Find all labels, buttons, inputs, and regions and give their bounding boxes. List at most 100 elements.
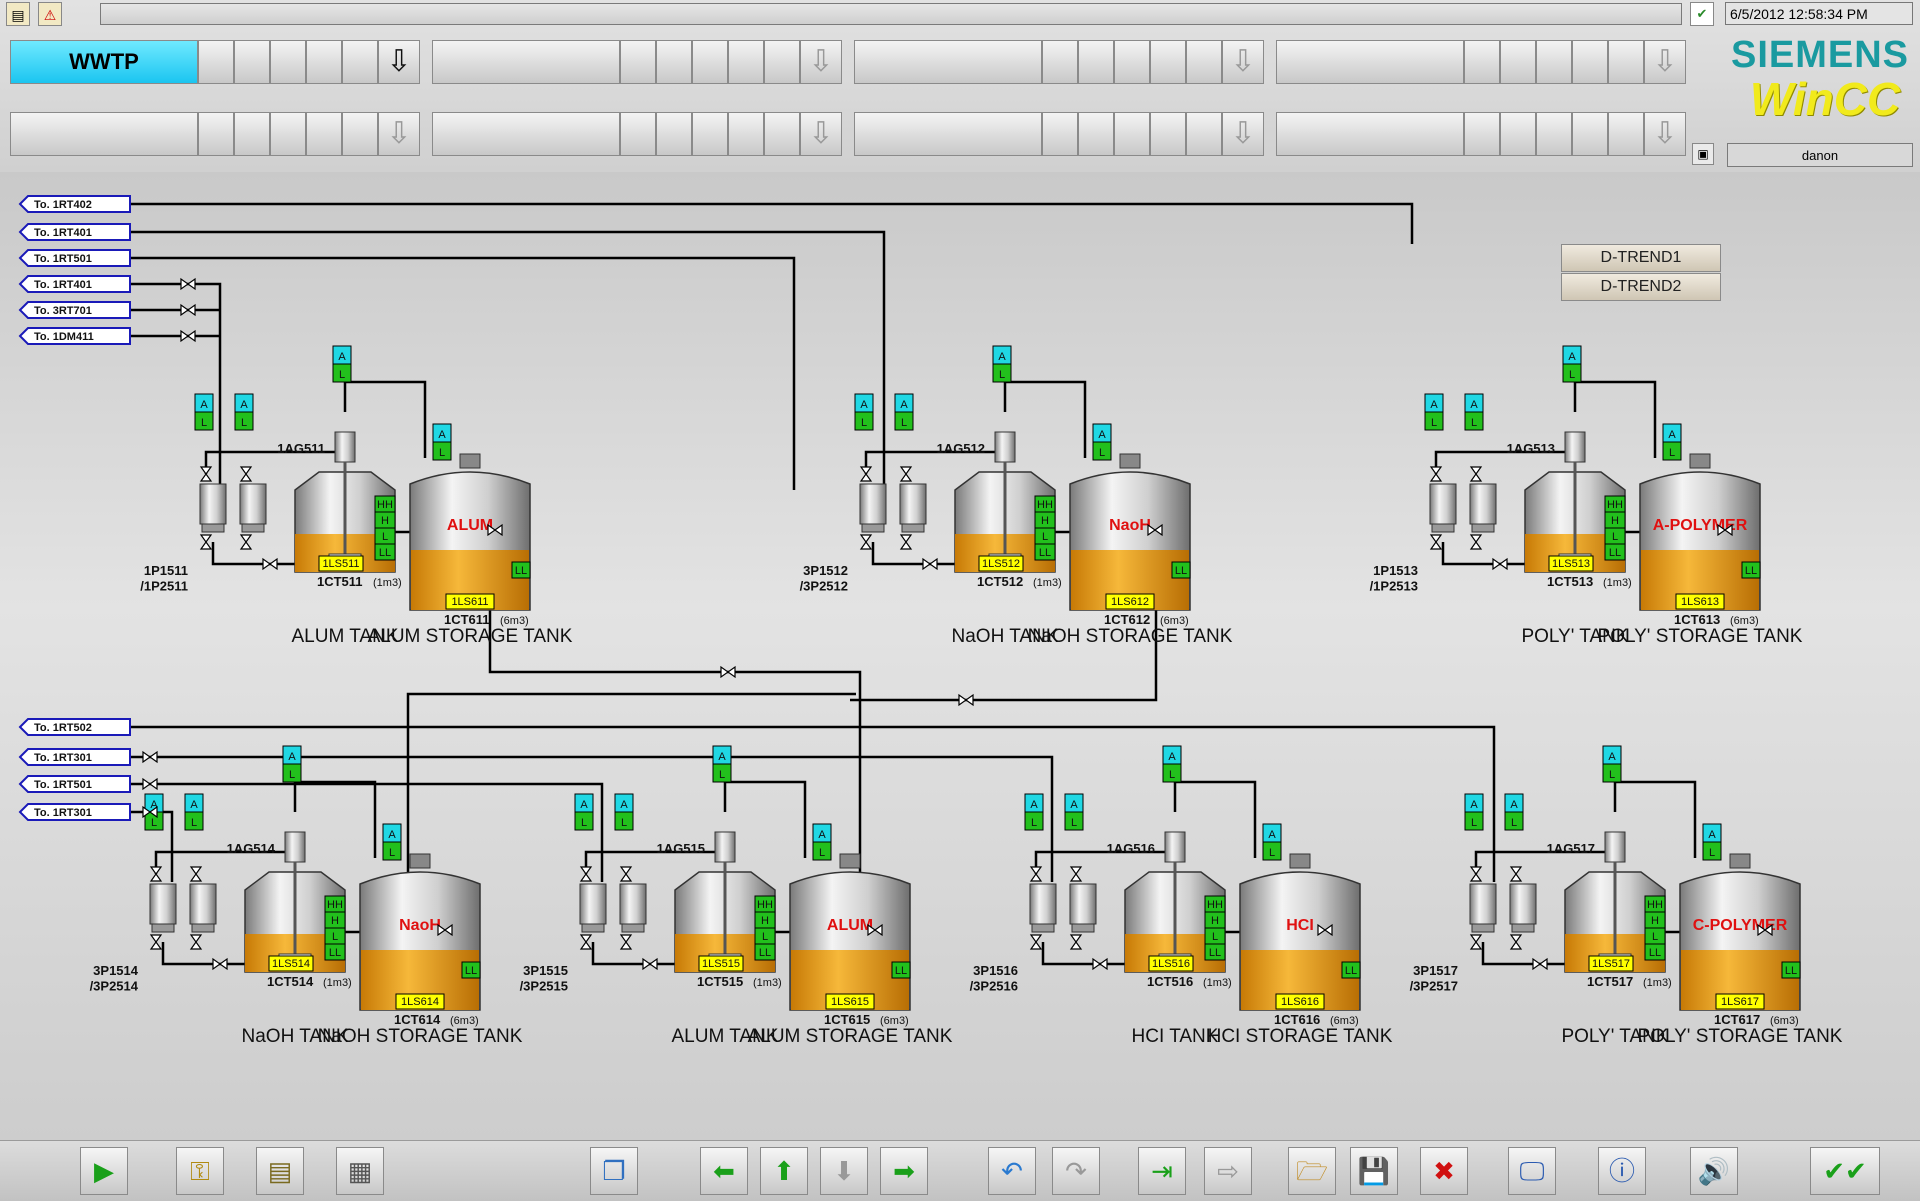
nav-dropdown-icon[interactable]: ⇩ (800, 112, 842, 156)
start-icon[interactable]: ▶ (80, 1147, 128, 1195)
pipe-line (1003, 380, 1087, 458)
nav-slot[interactable] (198, 40, 234, 84)
nav-wwtp-button[interactable]: WWTP (10, 40, 198, 84)
redo-icon[interactable]: ↷ (1052, 1147, 1100, 1195)
nav-slot[interactable] (1608, 112, 1644, 156)
nav-slot[interactable] (1042, 112, 1078, 156)
import-icon[interactable]: ⇥ (1138, 1147, 1186, 1195)
level-alarm-ll-box (1034, 543, 1056, 561)
nav-slot[interactable] (1186, 40, 1222, 84)
report-icon[interactable]: ▦ (336, 1147, 384, 1195)
nav-slot[interactable] (198, 112, 234, 156)
export-icon[interactable]: ⇨ (1204, 1147, 1252, 1195)
nav-area-button[interactable] (1276, 112, 1464, 156)
outlet-tag: To. 3RT701 (34, 305, 92, 317)
nav-area-button[interactable] (10, 112, 198, 156)
copy-screen-icon[interactable]: ❐ (590, 1147, 638, 1195)
arrow-down-icon[interactable]: ⬇ (820, 1147, 868, 1195)
open-folder-icon[interactable]: 🗁 (1288, 1147, 1336, 1195)
pipe-line (1173, 780, 1257, 858)
nav-slot[interactable] (1536, 40, 1572, 84)
monitor-view-icon[interactable]: 🖵 (1508, 1147, 1556, 1195)
d-trend2-button[interactable]: D-TREND2 (1561, 273, 1721, 301)
nav-dropdown-icon[interactable]: ⇩ (1222, 40, 1264, 84)
level-alarm-l: L (382, 531, 388, 543)
storage-tag-label: 1CT614 (394, 1012, 441, 1027)
nav-slot[interactable] (1114, 40, 1150, 84)
nav-slot[interactable] (692, 112, 728, 156)
nav-slot[interactable] (620, 112, 656, 156)
alarm-warning-icon[interactable]: ⚠ (38, 2, 62, 26)
nav-slot[interactable] (728, 112, 764, 156)
nav-slot[interactable] (1114, 112, 1150, 156)
nav-slot[interactable] (270, 40, 306, 84)
pump-base (1471, 523, 1495, 533)
acknowledge-icon[interactable]: ✔✔ (1810, 1147, 1880, 1195)
nav-slot[interactable] (620, 40, 656, 84)
nav-slot[interactable] (342, 40, 378, 84)
nav-slot[interactable] (234, 112, 270, 156)
calendar-check-icon[interactable]: ✔ (1690, 2, 1714, 26)
nav-slot[interactable] (692, 40, 728, 84)
nav-slot[interactable] (656, 40, 692, 84)
nav-slot[interactable] (1464, 40, 1500, 84)
tank-tag-label: 1CT514 (267, 974, 314, 989)
nav-slot[interactable] (1500, 40, 1536, 84)
auto-indicator: A (1030, 799, 1038, 811)
nav-slot[interactable] (1608, 40, 1644, 84)
nav-slot[interactable] (1186, 112, 1222, 156)
notepad-icon[interactable]: ▤ (6, 2, 30, 26)
nav-dropdown-icon[interactable]: ⇩ (800, 40, 842, 84)
valve-icon (189, 866, 203, 882)
save-icon[interactable]: 💾 (1350, 1147, 1398, 1195)
nav-area-button[interactable] (854, 40, 1042, 84)
nav-area-button[interactable] (854, 112, 1042, 156)
valve-icon (199, 466, 213, 482)
nav-slot[interactable] (306, 112, 342, 156)
nav-slot[interactable] (1464, 112, 1500, 156)
notepad-icon[interactable]: ▤ (256, 1147, 304, 1195)
nav-slot[interactable] (728, 40, 764, 84)
nav-slot[interactable] (764, 112, 800, 156)
nav-slot[interactable] (1572, 112, 1608, 156)
d-trend1-button[interactable]: D-TREND1 (1561, 244, 1721, 272)
tank-capacity-label: (1m3) (373, 577, 402, 589)
nav-slot[interactable] (1572, 40, 1608, 84)
key-icon[interactable]: ⚿ (176, 1147, 224, 1195)
storage-name-label: NaOH STORAGE TANK (318, 1026, 523, 1047)
info-icon[interactable]: ⓘ (1598, 1147, 1646, 1195)
nav-dropdown-icon[interactable]: ⇩ (378, 40, 420, 84)
delete-icon[interactable]: ✖ (1420, 1147, 1468, 1195)
nav-dropdown-icon[interactable]: ⇩ (1644, 40, 1686, 84)
arrow-right-icon[interactable]: ➡ (880, 1147, 928, 1195)
feed-pump-label: 3P1515/3P2515 (520, 963, 568, 994)
nav-dropdown-icon[interactable]: ⇩ (378, 112, 420, 156)
valve-icon (1429, 534, 1443, 550)
user-icon[interactable]: ▣ (1692, 143, 1714, 165)
nav-slot[interactable] (656, 112, 692, 156)
valve-icon (579, 934, 593, 950)
nav-area-button[interactable] (1276, 40, 1464, 84)
nav-area-button[interactable] (432, 40, 620, 84)
undo-icon[interactable]: ↶ (988, 1147, 1036, 1195)
nav-dropdown-icon[interactable]: ⇩ (1644, 112, 1686, 156)
nav-slot[interactable] (1150, 112, 1186, 156)
nav-slot[interactable] (1042, 40, 1078, 84)
nav-slot[interactable] (1078, 112, 1114, 156)
nav-dropdown-icon[interactable]: ⇩ (1222, 112, 1264, 156)
nav-slot[interactable] (342, 112, 378, 156)
tank-unit-7: ALAL3P1517/3P2517ALHHHLLL1LS5171AG5171CT… (1410, 745, 1843, 1047)
nav-slot[interactable] (1536, 112, 1572, 156)
nav-slot[interactable] (764, 40, 800, 84)
nav-slot[interactable] (306, 40, 342, 84)
sound-icon[interactable]: 🔊 (1690, 1147, 1738, 1195)
nav-slot[interactable] (1500, 112, 1536, 156)
nav-area-button[interactable] (432, 112, 620, 156)
arrow-up-icon[interactable]: ⬆ (760, 1147, 808, 1195)
nav-slot[interactable] (1150, 40, 1186, 84)
nav-slot[interactable] (270, 112, 306, 156)
nav-slot[interactable] (1078, 40, 1114, 84)
arrow-left-icon[interactable]: ⬅ (700, 1147, 748, 1195)
nav-slot[interactable] (234, 40, 270, 84)
message-bar (100, 3, 1682, 25)
